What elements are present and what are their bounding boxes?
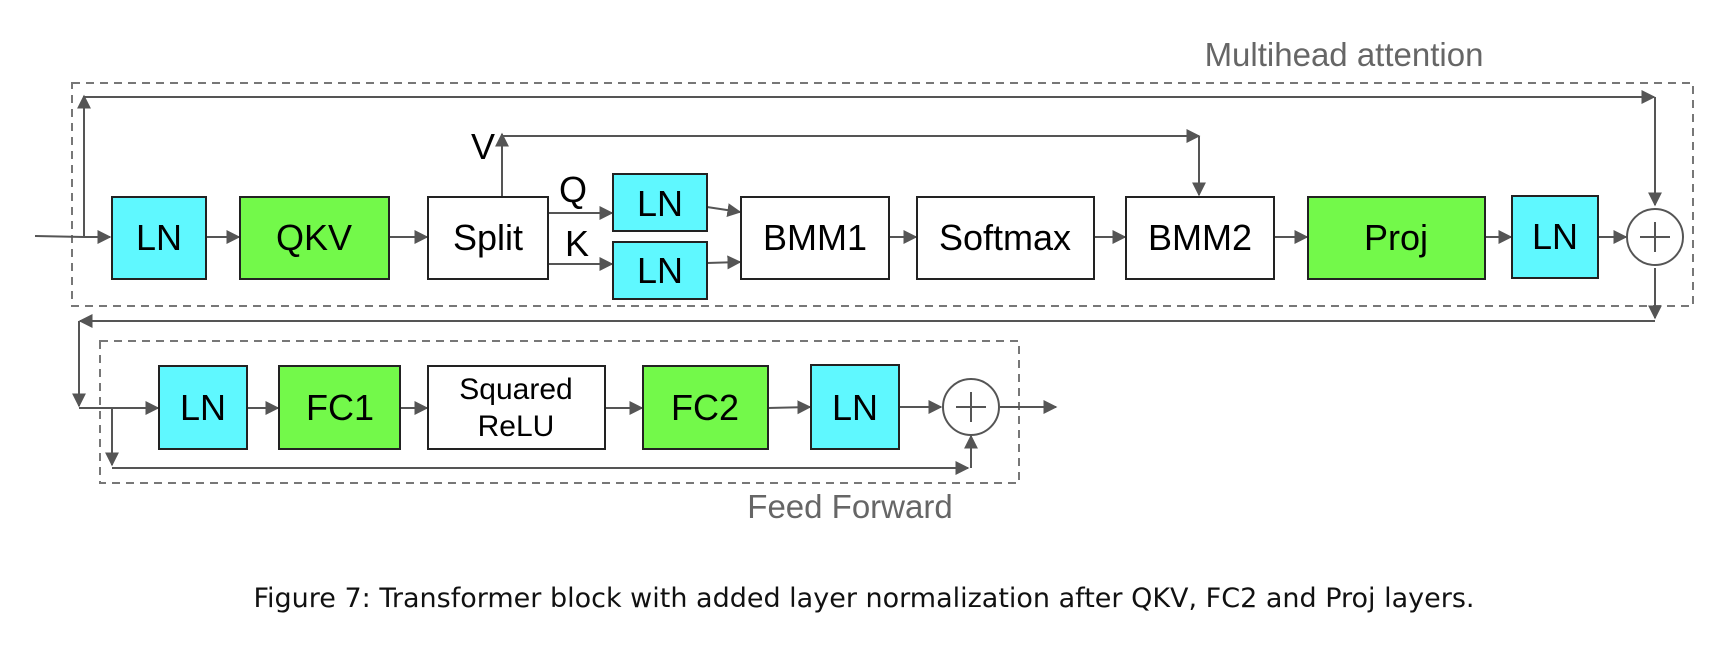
lnk-to-bmm1-arrow bbox=[706, 255, 742, 270]
proj-label: Proj bbox=[1364, 217, 1428, 258]
bmm2-block bbox=[1125, 196, 1275, 280]
feedforward-connectors bbox=[79, 400, 1058, 475]
input-line bbox=[34, 235, 85, 238]
feedforward-blocks bbox=[158, 364, 900, 450]
feedforward-block-labels: LN FC1 Squared ReLU FC2 LN bbox=[180, 373, 878, 443]
ln-in-block bbox=[111, 196, 207, 280]
split-block bbox=[427, 196, 549, 280]
attention-blocks bbox=[111, 173, 1599, 300]
squared-relu-label-2: ReLU bbox=[478, 410, 555, 443]
fc2-to-ln-arrow bbox=[767, 400, 812, 415]
ln-q-label: LN bbox=[637, 183, 683, 224]
attention-block-labels: LN QKV Split LN LN BMM1 Softmax BMM2 Pro… bbox=[136, 126, 1578, 291]
softmax-label: Softmax bbox=[939, 217, 1071, 258]
transformer-block-diagram: Multihead attention Feed Forward bbox=[34, 36, 1694, 525]
fc1-block bbox=[278, 365, 401, 450]
attention-group-box bbox=[71, 82, 1694, 307]
lnq-to-bmm1-arrow bbox=[706, 203, 742, 218]
v-branch-label: V bbox=[471, 126, 495, 167]
bmm1-block bbox=[740, 196, 890, 280]
k-branch-label: K bbox=[565, 223, 589, 264]
fc2-block bbox=[642, 365, 769, 450]
feedforward-group-box bbox=[99, 340, 1020, 484]
ff-ln-out-block bbox=[810, 364, 900, 450]
split-label: Split bbox=[453, 217, 523, 258]
softmax-block bbox=[916, 196, 1095, 280]
squared-relu-label-1: Squared bbox=[459, 373, 572, 406]
ln-out-label: LN bbox=[1532, 216, 1578, 257]
bmm2-label: BMM2 bbox=[1148, 217, 1252, 258]
attention-connectors bbox=[34, 90, 1662, 408]
ln-out-block bbox=[1511, 195, 1599, 279]
ln-in-label: LN bbox=[136, 217, 182, 258]
fc1-label: FC1 bbox=[306, 387, 374, 428]
fc2-label: FC2 bbox=[671, 387, 739, 428]
ln-q-block bbox=[612, 173, 708, 232]
feedforward-group-label: Feed Forward bbox=[747, 488, 952, 525]
figure-caption: Figure 7: Transformer block with added l… bbox=[253, 583, 1475, 614]
squared-relu-block bbox=[427, 365, 606, 450]
ff-ln-in-label: LN bbox=[180, 387, 226, 428]
ln-k-label: LN bbox=[637, 250, 683, 291]
qkv-block bbox=[239, 196, 390, 280]
attention-group-label: Multihead attention bbox=[1205, 36, 1484, 73]
q-branch-label: Q bbox=[559, 169, 587, 210]
bmm1-label: BMM1 bbox=[763, 217, 867, 258]
ff-ln-in-block bbox=[158, 365, 248, 450]
ln-k-block bbox=[612, 241, 708, 300]
proj-block bbox=[1307, 196, 1486, 280]
attention-add-node bbox=[1626, 208, 1684, 266]
qkv-label: QKV bbox=[276, 217, 352, 258]
ff-ln-out-label: LN bbox=[832, 387, 878, 428]
feedforward-add-node bbox=[942, 378, 1000, 436]
